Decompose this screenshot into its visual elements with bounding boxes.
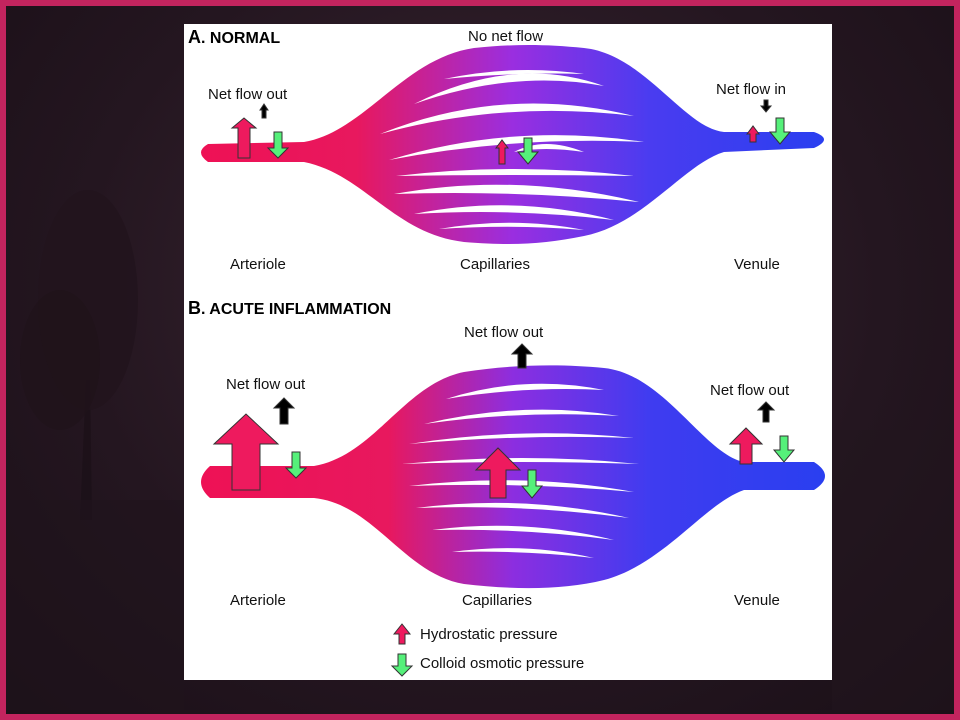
panel-b-letter: B [188,298,201,318]
panel-a-title: A. NORMAL [188,27,280,48]
panel-a-arteriole-label: Arteriole [230,256,286,273]
panel-a-left-label: Net flow out [208,86,288,103]
hydrostatic-arrow-icon [746,125,760,143]
normal-arrows [230,99,792,165]
panel-b-capillaries-label: Capillaries [462,592,533,609]
inflamed-vessel-network [201,365,825,589]
net-flow-arrow-icon [756,401,776,423]
colloid-arrow-icon [768,117,792,145]
colloid-arrow-icon [284,451,308,479]
vessel-diagram [201,45,825,677]
panel-a-venule-label: Venule [734,256,780,273]
colloid-arrow-icon [772,435,796,463]
panel-b-left-label: Net flow out [226,376,306,393]
hydrostatic-arrow-icon [474,447,522,499]
normal-vessel-network [201,45,824,244]
legend-hydrostatic-arrow-icon [392,623,412,645]
panel-b-venule-label: Venule [734,592,780,609]
net-flow-arrow-icon [510,343,534,369]
panel-a-title-text: . NORMAL [201,30,281,47]
colloid-arrow-icon [520,469,544,499]
colloid-arrow-icon [516,137,540,165]
net-flow-arrow-icon [759,99,773,113]
panel-a-top-label: No net flow [468,28,544,45]
panel-a-capillaries-label: Capillaries [460,256,531,273]
hydrostatic-arrow-icon [728,427,764,465]
panel-a-right-label: Net flow in [716,81,787,98]
legend-colloid-label: Colloid osmotic pressure [420,655,585,672]
panel-a-letter: A [188,27,201,47]
hydrostatic-arrow-icon [212,413,280,491]
panel-b-arteriole-label: Arteriole [230,592,286,609]
panel-b-top-label: Net flow out [464,324,544,341]
panel-b-right-label: Net flow out [710,382,790,399]
legend-hydrostatic-label: Hydrostatic pressure [420,626,558,643]
diagram-panel: A. NORMAL No net flow Net flow out Net f… [184,24,832,680]
hydrostatic-arrow-icon [230,117,258,159]
panel-b-title-text: . ACUTE INFLAMMATION [201,301,392,318]
panel-b-title: B. ACUTE INFLAMMATION [188,298,391,319]
colloid-arrow-icon [266,131,290,159]
inflamed-arrows [212,343,796,499]
net-flow-arrow-icon [259,103,269,119]
legend-colloid-arrow-icon [390,653,414,677]
net-flow-arrow-icon [272,397,296,425]
hydrostatic-arrow-icon [495,139,509,165]
